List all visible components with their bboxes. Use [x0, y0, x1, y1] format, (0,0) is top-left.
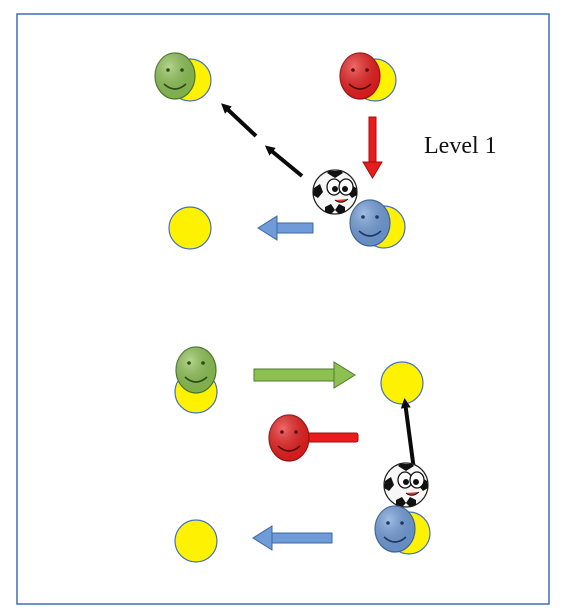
yellow-cone: [174, 519, 218, 563]
blue-player-smiley-icon: [374, 505, 416, 553]
soccer-ball-icon: [383, 462, 429, 508]
yellow-cone: [168, 206, 212, 250]
black-pass-arrow-icon: [400, 398, 416, 471]
level-label: Level 1: [424, 133, 497, 159]
yellow-cone: [380, 361, 424, 405]
green-player-smiley-icon: [175, 346, 217, 394]
blue-run-arrow-icon: [257, 215, 314, 241]
black-pass-arrow-icon: [221, 103, 258, 138]
blue-run-arrow-icon: [252, 525, 333, 551]
blue-player-smiley-icon: [349, 199, 391, 247]
green-run-arrow-icon: [253, 361, 356, 389]
black-pass-arrow-icon: [264, 145, 304, 178]
field-frame: [16, 13, 550, 605]
red-defender-smiley-icon: [268, 414, 359, 462]
green-player-smiley-icon: [154, 52, 196, 100]
red-defender-smiley-icon: [339, 52, 381, 100]
soccer-ball-icon: [312, 169, 358, 215]
red-arrow-icon: [362, 116, 383, 179]
